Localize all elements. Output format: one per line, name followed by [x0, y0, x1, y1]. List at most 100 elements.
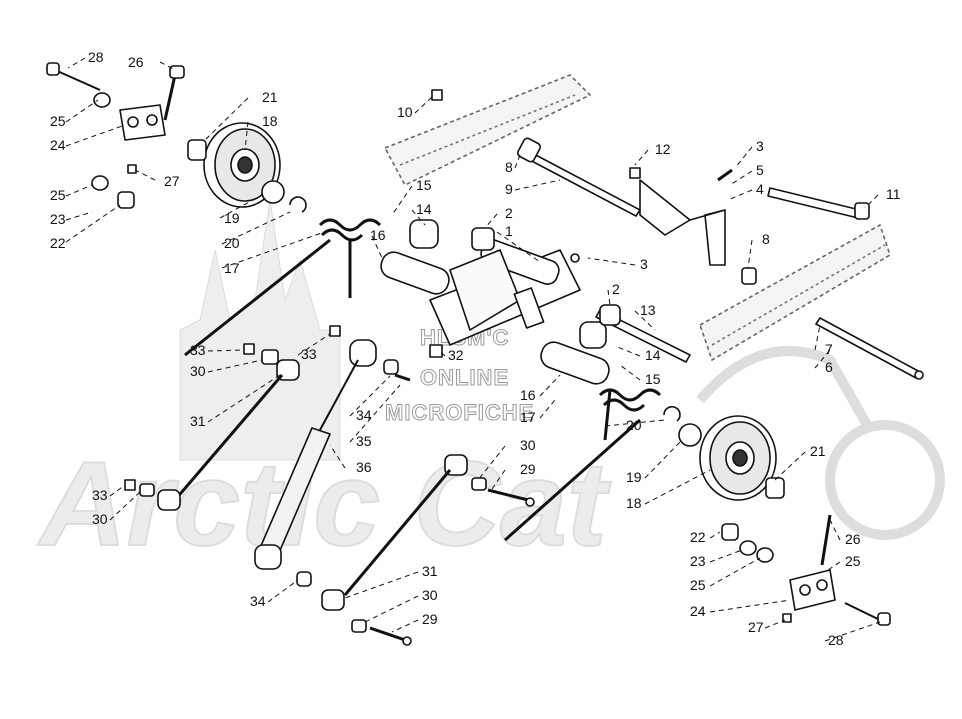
- leader-lines: [65, 57, 881, 642]
- spacer-30-c: [471, 477, 487, 491]
- callout-2-lower: 2: [612, 281, 620, 297]
- watermark-line-2: ONLINE: [420, 365, 509, 390]
- callout-33-a: 33: [190, 342, 206, 358]
- nut-32: [429, 344, 443, 358]
- callout-3-lower: 3: [640, 256, 648, 272]
- bushing-2-upper: [471, 227, 495, 251]
- callout-33-c: 33: [92, 487, 108, 503]
- nut-27-right: [782, 613, 792, 623]
- callout-30-d: 30: [422, 587, 438, 603]
- callout-9: 9: [505, 181, 513, 197]
- callout-14-upper: 14: [416, 201, 432, 217]
- screw-22-right: [721, 523, 739, 541]
- callout-32: 32: [448, 347, 464, 363]
- callout-31-upper: 31: [190, 413, 206, 429]
- callout-15-upper: 15: [416, 177, 432, 193]
- callout-30-a: 30: [190, 363, 206, 379]
- callout-20-left: 20: [224, 235, 240, 251]
- nut-27-left: [127, 164, 137, 174]
- bushing-14-upper: [409, 219, 439, 249]
- callout-18-right: 18: [626, 495, 642, 511]
- link-arm-31-upper: [157, 359, 300, 511]
- bearing-21-left: [187, 139, 207, 161]
- watermark-motorcycle-icon: [696, 346, 945, 540]
- callout-28-top-left: 28: [88, 49, 104, 65]
- callout-36: 36: [356, 459, 372, 475]
- callout-27-left: 27: [164, 173, 180, 189]
- callout-23-right: 23: [690, 553, 706, 569]
- callout-17-left: 17: [224, 260, 240, 276]
- cross-tube-16-left: [380, 251, 450, 295]
- callout-22-right: 22: [690, 529, 706, 545]
- cross-shaft-6: [815, 317, 924, 380]
- callout-16-upper: 16: [370, 227, 386, 243]
- callout-27-right: 27: [748, 619, 764, 635]
- callout-16-lower: 16: [520, 387, 536, 403]
- callout-10: 10: [397, 104, 413, 120]
- cross-shaft-9: [516, 137, 641, 217]
- callout-11: 11: [886, 186, 901, 202]
- upper-frame-rail: [384, 74, 591, 186]
- callout-34-lower: 34: [250, 593, 266, 609]
- nut-33-a: [329, 325, 341, 337]
- bushing-2-lower: [599, 304, 621, 326]
- callout-35: 35: [356, 433, 372, 449]
- callout-15-lower: 15: [645, 371, 661, 387]
- callout-26-top-left: 26: [128, 54, 144, 70]
- callout-3-upper: 3: [756, 138, 764, 154]
- lower-frame-rail: [699, 224, 891, 361]
- callout-30-b: 30: [520, 437, 536, 453]
- callout-26-right: 26: [845, 531, 861, 547]
- callout-labels: 28 26 21 18 25 24 27 25 23 22 19 20 17 1…: [50, 49, 901, 648]
- callout-19-right: 19: [626, 469, 642, 485]
- callout-18-left: 18: [262, 113, 278, 129]
- callout-23-left: 23: [50, 211, 66, 227]
- callout-34-upper: 34: [356, 407, 372, 423]
- bearing-21-right: [765, 477, 785, 499]
- bearing-19-left: [261, 180, 285, 204]
- nut-12: [629, 167, 641, 179]
- nut-33-c: [124, 479, 136, 491]
- callout-7: 7: [825, 341, 833, 357]
- screw-22-left: [117, 191, 135, 209]
- callout-29-lower: 29: [422, 611, 438, 627]
- callout-33-b: 33: [301, 346, 317, 362]
- torsion-spring-17-right: [504, 388, 662, 542]
- bushing-8-right: [741, 267, 757, 285]
- spacer-34-upper: [383, 359, 399, 375]
- washer-25-upper-left: [93, 92, 111, 108]
- pivot-arm-1: [429, 239, 581, 346]
- nut-33-b: [243, 343, 255, 355]
- end-bracket-24-left: [119, 104, 166, 141]
- callout-28-bottom-right: 28: [828, 632, 844, 648]
- callout-1: 1: [505, 223, 513, 239]
- washer-25-lower-left: [91, 175, 109, 191]
- callout-30-c: 30: [92, 511, 108, 527]
- bolt-28-right: [844, 602, 891, 626]
- watermark: Arctic Cat HLSM'C ONLINE MICROFICHE: [36, 199, 945, 572]
- callout-31-lower: 31: [422, 563, 438, 579]
- shock-absorber-36: [254, 339, 377, 570]
- bolt-29-upper: [487, 488, 535, 507]
- snap-ring-20-right: [663, 406, 681, 422]
- callout-20-right: 20: [626, 417, 642, 433]
- bolt-26-left: [163, 65, 185, 121]
- callout-5: 5: [756, 162, 764, 178]
- bolt-5: [717, 168, 733, 182]
- callout-19-left: 19: [224, 210, 240, 226]
- spacer-34-lower: [296, 571, 312, 587]
- end-bracket-24-right: [789, 569, 836, 611]
- callout-17-lower: 17: [520, 409, 536, 425]
- callout-24-right: 24: [690, 603, 706, 619]
- idler-wheel-18-right: [699, 415, 777, 501]
- torsion-spring-17-left: [184, 218, 382, 357]
- callout-6: 6: [825, 359, 833, 375]
- callout-8-upper: 8: [505, 159, 513, 175]
- cross-tube-16-right: [540, 341, 610, 385]
- bolt-35: [394, 373, 411, 382]
- screw-3: [570, 253, 580, 263]
- callout-4: 4: [756, 181, 764, 197]
- callout-14-lower: 14: [645, 347, 661, 363]
- spacer-30-b: [139, 483, 155, 497]
